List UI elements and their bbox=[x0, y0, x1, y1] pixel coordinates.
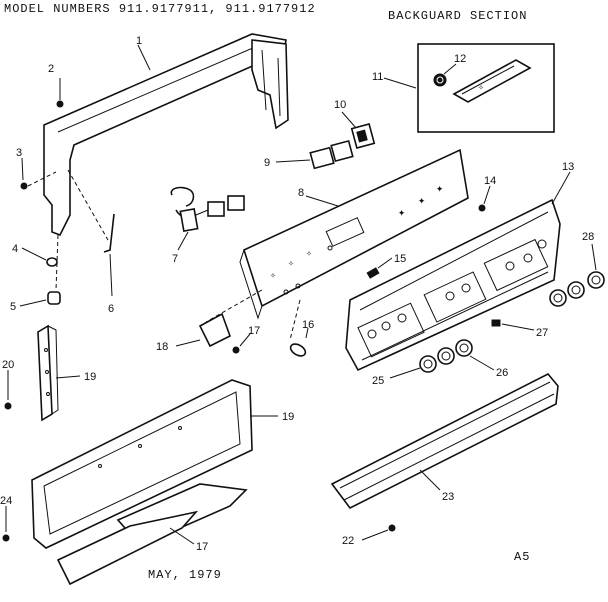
callout-11: 11 bbox=[372, 71, 383, 83]
part-19-side-bracket bbox=[37, 324, 81, 422]
part-8-control-panel: ✦ ✦ ✦ ✧ ✧ ✧ bbox=[239, 148, 469, 320]
svg-text:✧: ✧ bbox=[288, 259, 294, 270]
part-11-inset-box: ✧ bbox=[383, 43, 555, 133]
callout-12: 12 bbox=[454, 53, 466, 65]
part-5-bracket bbox=[19, 291, 61, 307]
part-27-screw bbox=[491, 319, 535, 331]
callout-18: 18 bbox=[156, 341, 168, 353]
part-17-screw bbox=[232, 333, 251, 354]
callout-19: 19 bbox=[84, 371, 96, 383]
callout-21: 17 bbox=[196, 541, 208, 553]
svg-text:✧: ✧ bbox=[478, 83, 484, 94]
svg-text:✧: ✧ bbox=[270, 271, 276, 282]
part-12-knob bbox=[433, 63, 457, 87]
callout-6: 6 bbox=[108, 303, 114, 315]
svg-text:✧: ✧ bbox=[306, 249, 312, 260]
callout-17: 17 bbox=[248, 325, 260, 337]
callout-9: 9 bbox=[264, 157, 270, 169]
callout-3: 3 bbox=[16, 147, 22, 159]
part-7-harness bbox=[170, 186, 245, 251]
part-14-screw bbox=[478, 185, 491, 212]
part-2-screw bbox=[56, 78, 64, 108]
callout-23: 23 bbox=[442, 491, 454, 503]
part-18-cover-plate bbox=[175, 312, 231, 348]
callout-1: 1 bbox=[136, 35, 142, 47]
part-10-switch bbox=[341, 111, 376, 149]
callout-25: 25 bbox=[372, 375, 384, 387]
callout-13: 13 bbox=[562, 161, 574, 173]
callout-15: 15 bbox=[394, 253, 406, 265]
callout-4: 4 bbox=[12, 243, 18, 255]
part-9-switch bbox=[275, 139, 354, 170]
footer-page-code: A5 bbox=[514, 550, 530, 564]
part-16-bulb bbox=[289, 327, 309, 357]
callout-20: 20 bbox=[2, 359, 14, 371]
part-22-screw bbox=[361, 524, 396, 541]
callout-2: 2 bbox=[48, 63, 54, 75]
part-15-screw bbox=[366, 257, 393, 279]
part-17-lower-screw bbox=[2, 506, 10, 542]
part-20-screw bbox=[4, 370, 12, 410]
callout-28: 28 bbox=[582, 231, 594, 243]
callout-17-lower: 24 bbox=[0, 495, 12, 507]
svg-text:✦: ✦ bbox=[418, 194, 425, 208]
callout-10: 10 bbox=[334, 99, 346, 111]
callout-8: 8 bbox=[298, 187, 304, 199]
model-numbers-label: MODEL NUMBERS 911.9177911, 911.9177912 bbox=[4, 2, 316, 16]
callout-22: 22 bbox=[342, 535, 354, 547]
callout-27: 27 bbox=[536, 327, 548, 339]
callout-7: 7 bbox=[172, 253, 178, 265]
svg-text:✦: ✦ bbox=[398, 206, 405, 220]
part-4-clip bbox=[21, 247, 58, 267]
part-13-front-panel bbox=[345, 198, 561, 372]
part-25-26-knobs bbox=[389, 339, 495, 379]
svg-text:✦: ✦ bbox=[436, 182, 443, 196]
part-6-rod bbox=[103, 213, 115, 297]
part-23-trim-strip bbox=[330, 372, 559, 510]
part-28-knobs bbox=[549, 243, 605, 307]
callout-5: 5 bbox=[10, 301, 16, 313]
part-1-backguard-frame bbox=[43, 33, 289, 237]
callout-26: 26 bbox=[496, 367, 508, 379]
footer-date: MAY, 1979 bbox=[148, 568, 222, 582]
part-24-rear-panel bbox=[31, 379, 278, 586]
callout-24: 19 bbox=[282, 411, 294, 423]
section-title: BACKGUARD SECTION bbox=[388, 9, 527, 23]
callout-14: 14 bbox=[484, 175, 496, 187]
callout-16: 16 bbox=[302, 319, 314, 331]
part-3-screw bbox=[20, 157, 57, 190]
